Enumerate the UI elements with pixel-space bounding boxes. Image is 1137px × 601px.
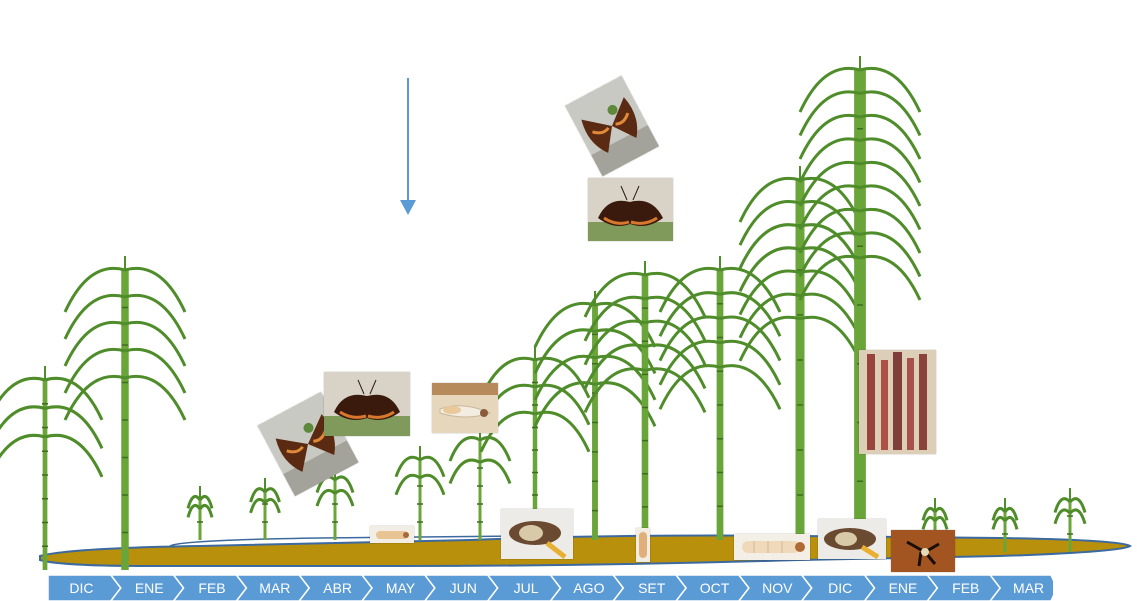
month-label: DIC	[812, 575, 869, 601]
tall-sugarcane-plant	[0, 366, 102, 570]
tall-sugarcane-plant	[65, 256, 185, 570]
month-label: MAY	[372, 575, 429, 601]
month-label: FEB	[937, 575, 994, 601]
month-label: FEB	[184, 575, 241, 601]
larva-photo	[734, 534, 810, 560]
dead-larva-photo	[891, 530, 955, 572]
month-label: ABR	[309, 575, 366, 601]
month-label: OCT	[686, 575, 743, 601]
soil-band	[40, 536, 1130, 567]
sprouting-cane-plant	[251, 478, 280, 540]
month-label: JUN	[435, 575, 492, 601]
pupa-cocoon-photo	[818, 519, 886, 559]
adult-moth-resting-photo	[588, 178, 673, 241]
pupa-cocoon-photo	[501, 509, 573, 559]
month-label: MAR	[1000, 575, 1057, 601]
bored-stalk-photo	[859, 350, 936, 454]
small-larva-photo	[370, 526, 414, 543]
month-label: AGO	[561, 575, 618, 601]
mature-cane-plant	[800, 56, 920, 540]
month-label: MAR	[246, 575, 303, 601]
down-arrow-icon	[400, 78, 416, 215]
month-label: JUL	[498, 575, 555, 601]
month-label: DIC	[48, 575, 115, 601]
month-label: NOV	[749, 575, 806, 601]
month-timeline: DICENEFEBMARABRMAYJUNJULAGOSETOCTNOVDICE…	[48, 575, 1053, 601]
adult-moth-resting-photo	[324, 372, 410, 436]
mature-cane-plant	[660, 256, 780, 540]
pupa-photo	[636, 528, 650, 562]
growing-cane-plant	[535, 291, 655, 540]
larva-tunnel-photo	[432, 383, 498, 433]
sprouting-cane-plant	[188, 486, 212, 540]
month-label: ENE	[875, 575, 932, 601]
month-label: ENE	[121, 575, 178, 601]
month-label: SET	[623, 575, 680, 601]
